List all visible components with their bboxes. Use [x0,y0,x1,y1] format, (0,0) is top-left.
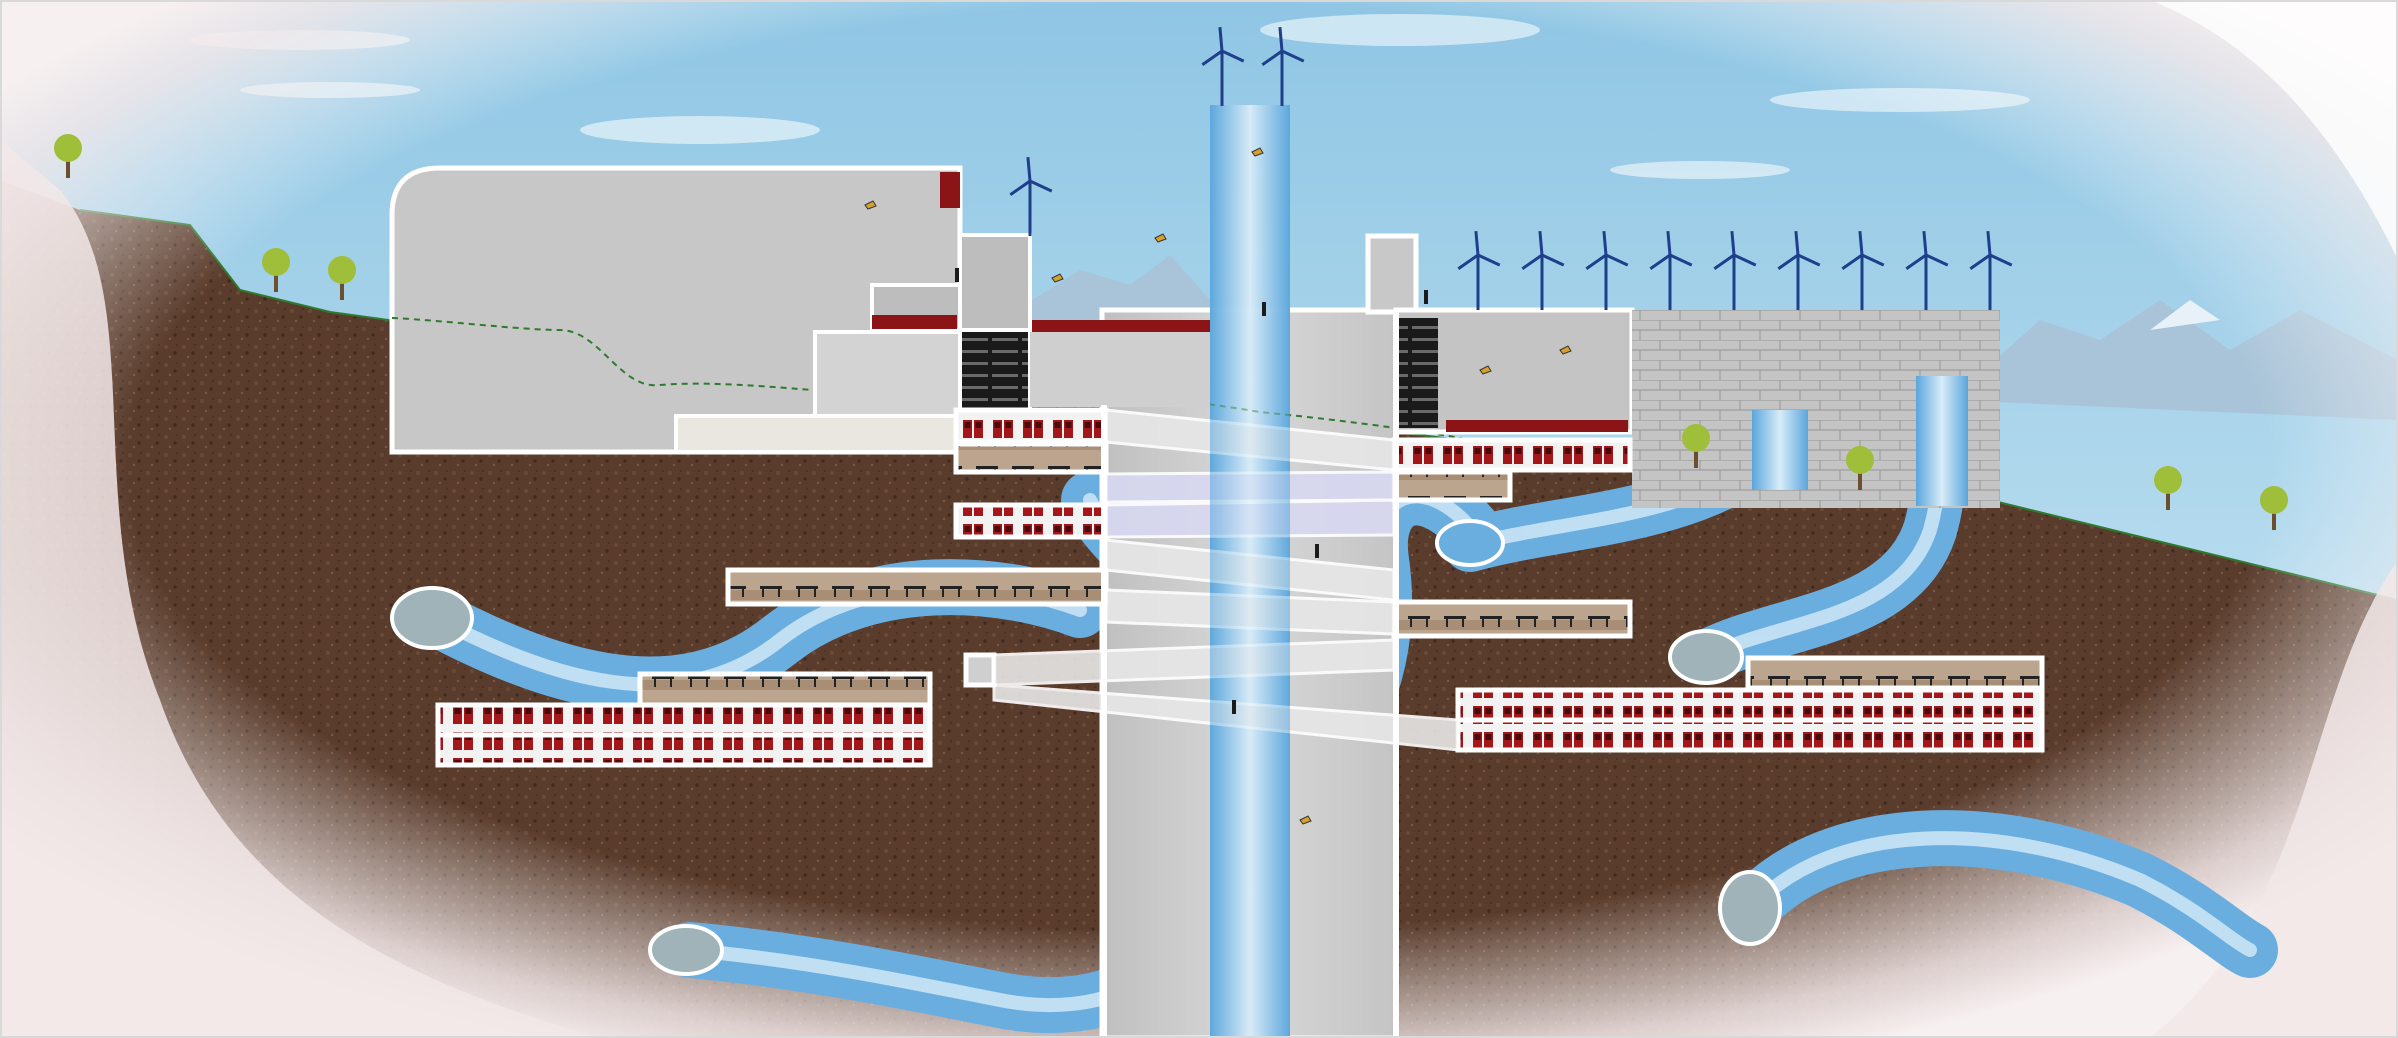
wind-turbine-icon [1905,230,1949,310]
level-2-left-floor [953,441,1109,475]
person-icon [1315,544,1319,558]
level-6-right-doors-b [1455,717,2045,753]
wind-turbine-icon [1457,230,1501,310]
people [955,268,1428,714]
top-right-haze [2150,0,2398,260]
person-icon [1232,700,1236,714]
trees [54,134,2288,530]
portal-bottom-left [648,924,724,976]
wind-turbine-icon [1649,230,1693,310]
level-6-right-doors-a [1455,687,2045,723]
wind-turbine-icon [1777,230,1821,310]
level-6-left-doors-a [435,702,933,738]
wind-turbine-icon [1009,156,1053,236]
levels-left [435,407,1109,768]
well-right-1 [1752,410,1808,490]
birds [864,147,1572,825]
tree-icon [54,134,82,178]
wind-turbine-icon [1841,230,1885,310]
bird-icon [864,200,877,210]
level-1-left-doors [953,407,1109,445]
tree-icon [262,248,290,292]
bird-icon [1299,815,1312,825]
well-right-2 [1916,376,1968,506]
portal-right-upper [1435,519,1505,567]
server-stack-right [1394,318,1438,428]
right-tower-top [1365,233,1419,315]
tree-icon [1682,424,1710,468]
tree-icon [2154,466,2182,510]
level-1-right-doors [1391,437,1633,473]
portal-right-middle [1668,629,1744,685]
core-edges [1101,312,1399,1038]
bird-icon [1251,147,1264,157]
tree-icon [2260,486,2288,530]
bird-icon [1559,345,1572,355]
level-2-right-floor [1391,469,1513,503]
tree-icon [1846,446,1874,490]
red-barrels-row-left [1032,320,1210,332]
person-icon [1262,302,1266,316]
level-3-left-doors [953,502,1109,540]
red-tank-left [940,172,960,208]
wind-turbine-icon [1201,26,1245,106]
bird-icon [1154,233,1167,243]
level-5-left-floor [637,671,933,709]
terrace-band-left [674,414,962,454]
level-6-left-doors-b [435,732,933,768]
level-6-right-floor-top [1745,655,2045,691]
tree-icon [328,256,356,300]
level-4-right-floor [1391,599,1633,639]
bird-icon [1479,365,1492,375]
red-barrels-top-left [872,315,957,329]
level-4-left-floor [725,567,1109,607]
right-wells [1752,376,1968,506]
person-icon [1424,290,1428,304]
portal-bottom-right [1718,870,1782,946]
left-haze [0,140,600,1038]
wind-turbine-icon [1585,230,1629,310]
central-water-shaft-front [1210,105,1290,1038]
red-barrels-row-right [1446,420,1628,432]
wind-turbine-icon [1713,230,1757,310]
wind-turbine-icon [1969,230,2013,310]
bird-icon [1051,273,1064,283]
levels-right [1391,437,2045,753]
wind-turbines [1009,26,2013,310]
person-icon [955,268,959,282]
level-7-left-stub [963,652,997,688]
portal-left [390,586,474,650]
gray-block-core-bridge [1030,332,1210,407]
right-haze [2150,560,2398,1038]
wind-turbine-icon [1521,230,1565,310]
wind-turbine-icon [1261,26,1305,106]
upper-left-stair-block-1 [958,233,1032,332]
